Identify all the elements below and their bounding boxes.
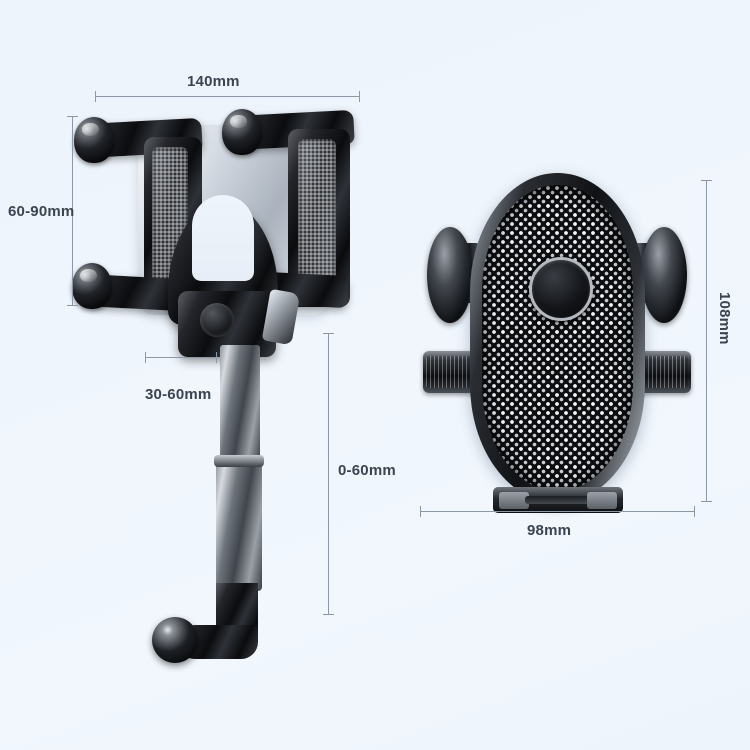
yoke-notch — [192, 195, 254, 281]
dim-line-0-60mm — [323, 333, 334, 615]
dim-cap-top — [701, 180, 712, 181]
stem-lower-segment — [216, 461, 262, 591]
hub-emblem-icon — [200, 303, 234, 337]
center-button[interactable] — [528, 257, 593, 321]
left-side-wing — [427, 227, 473, 323]
dim-cap-top — [323, 333, 334, 334]
right-upper-knob — [222, 109, 262, 155]
clamp-ribs — [426, 356, 478, 388]
dim-cap-left — [145, 352, 146, 363]
right-grip-pad — [298, 139, 336, 295]
dim-cap-top — [67, 116, 78, 117]
honeycomb-backplate — [482, 185, 633, 491]
ball-joint — [152, 617, 198, 663]
left-lower-knob — [72, 263, 112, 309]
left-upper-knob — [74, 117, 114, 163]
dim-cap-left — [420, 506, 421, 517]
dim-cap-bottom — [323, 614, 334, 615]
right-side-wing — [641, 227, 687, 323]
dim-line-60-90mm — [67, 116, 78, 306]
dim-cap-bottom — [67, 305, 78, 306]
right-product-view — [423, 165, 691, 520]
dim-label-140mm: 140mm — [187, 73, 240, 90]
dim-cap-left — [95, 91, 96, 102]
bottom-slot — [525, 496, 591, 504]
bottom-pad-left — [499, 492, 529, 509]
dim-line-140mm — [95, 91, 360, 102]
dim-label-108mm: 108mm — [716, 292, 733, 345]
holder-body — [470, 173, 645, 503]
stem-joint-collar — [214, 455, 264, 467]
dim-line-30-60mm — [145, 352, 217, 363]
dim-label-98mm: 98mm — [527, 522, 572, 539]
dim-label-0-60mm: 0-60mm — [338, 462, 396, 479]
bottom-pad-right — [587, 492, 617, 509]
dim-cap-right — [216, 352, 217, 363]
dim-line-108mm — [701, 180, 712, 502]
left-product-view — [60, 95, 390, 675]
dim-cap-right — [359, 91, 360, 102]
dim-label-60-90mm: 60-90mm — [8, 203, 75, 220]
dim-cap-bottom — [701, 501, 712, 502]
dim-label-30-60mm: 30-60mm — [145, 386, 212, 403]
dim-cap-right — [694, 506, 695, 517]
stem-upper-segment — [220, 345, 260, 465]
bottom-support — [493, 487, 623, 513]
dim-line-98mm — [420, 506, 695, 517]
